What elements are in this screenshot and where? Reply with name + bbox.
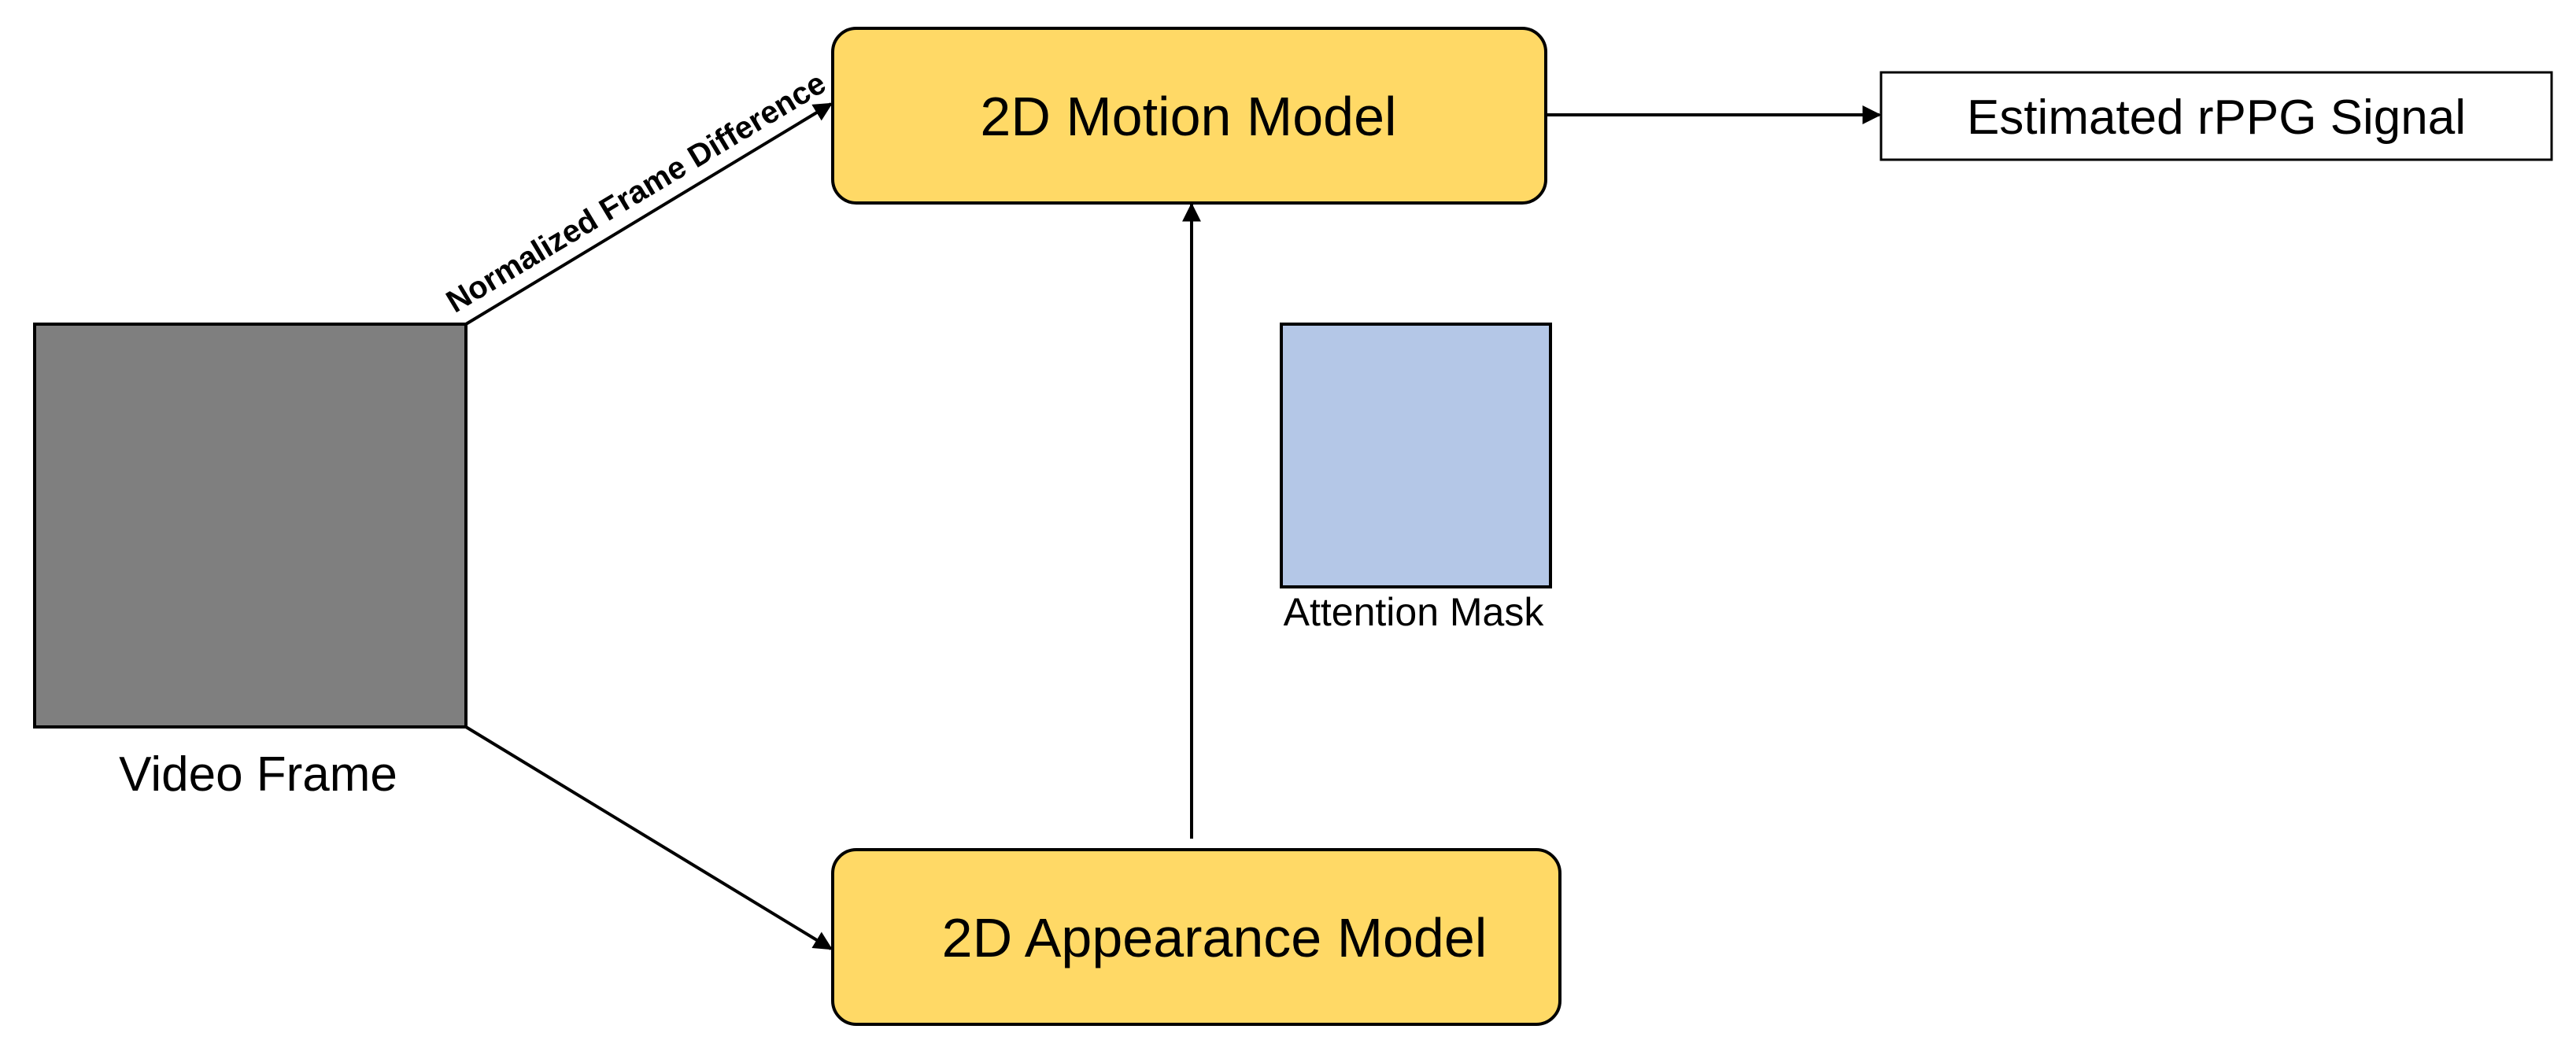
frame-to-appearance-arrow (464, 725, 833, 950)
frame-to-motion-arrow (464, 102, 833, 326)
video-frame-label: Video Frame (119, 747, 397, 802)
output-signal-box (1879, 71, 2553, 161)
attention-mask-label: Attention Mask (1284, 590, 1545, 634)
output-signal-label: Estimated rPPG Signal (1967, 90, 2466, 145)
motion-model-label: 2D Motion Model (980, 86, 1396, 147)
frame-to-motion-label: Normalized Frame Difference (441, 65, 832, 319)
appearance-model-label: 2D Appearance Model (942, 907, 1488, 968)
attention-mask-box (1280, 323, 1552, 588)
video-frame-box (33, 323, 468, 729)
